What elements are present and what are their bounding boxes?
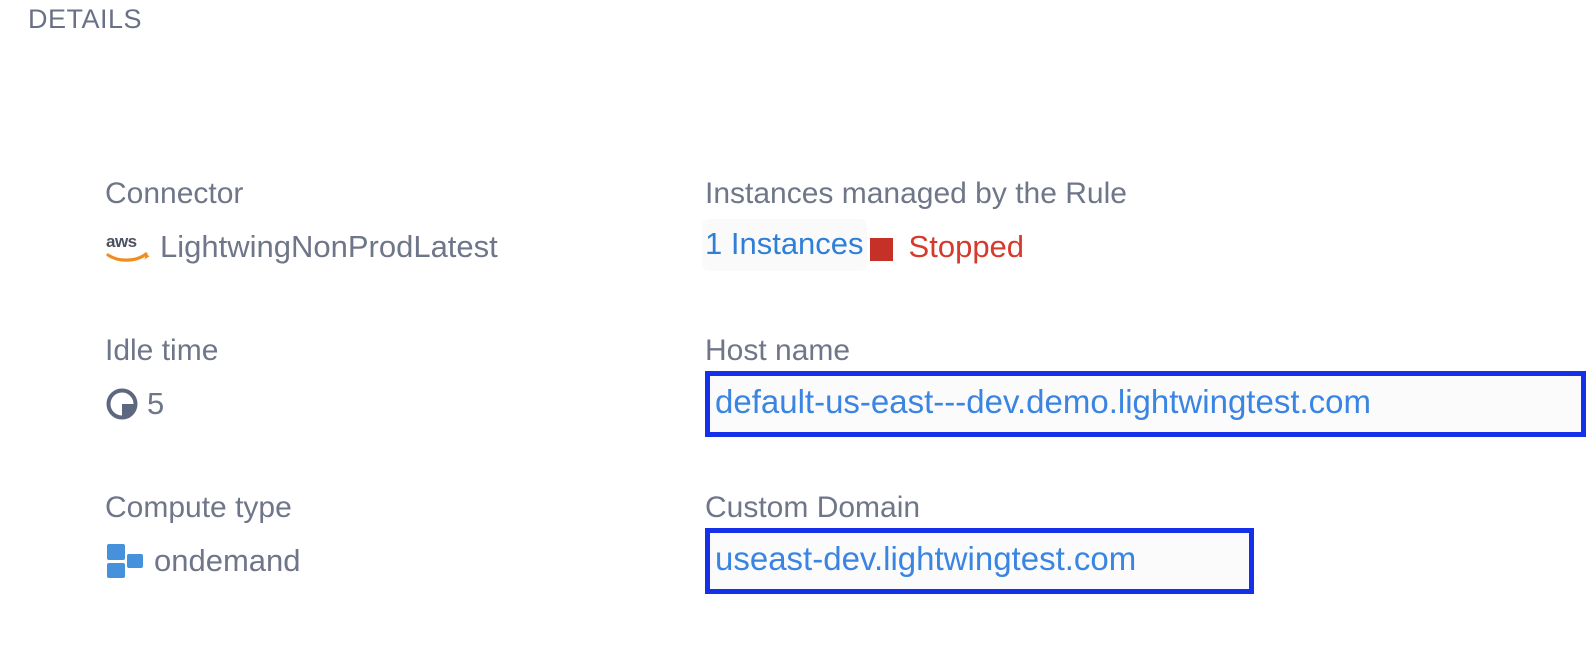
host-name-label: Host name (705, 334, 851, 367)
compute-type-value-row: ondemand (105, 539, 301, 583)
compute-type-label: Compute type (105, 491, 292, 524)
instances-count-link[interactable]: 1 Instances (702, 218, 867, 271)
connector-value-row: aws LightwingNonProdLatest (105, 225, 498, 269)
section-title: DETAILS (28, 4, 143, 34)
details-row: Idle time 5 Host name default-us-east (0, 332, 1596, 489)
clock-icon (105, 387, 139, 421)
details-row: Compute type ondemand Custom Domain usea… (0, 489, 1596, 646)
instances-value-row: 1 Instances Stopped (702, 218, 1127, 271)
stopped-square-icon (869, 237, 893, 261)
custom-domain-value-row: useast-dev.lightwingtest.com (705, 528, 1254, 594)
compute-type-value: ondemand (154, 543, 301, 578)
details-row: Connector aws LightwingNonProdLatest Ins… (0, 175, 1596, 332)
custom-domain-label: Custom Domain (705, 491, 921, 524)
idle-time-label: Idle time (105, 334, 219, 367)
field-host-name: Host name default-us-east---dev.demo.lig… (705, 332, 1586, 437)
field-compute-type: Compute type ondemand (105, 489, 301, 583)
idle-time-value: 5 (147, 386, 165, 421)
instances-label: Instances managed by the Rule (705, 177, 1127, 210)
field-custom-domain: Custom Domain useast-dev.lightwingtest.c… (705, 489, 1254, 594)
field-connector: Connector aws LightwingNonProdLatest (105, 175, 498, 269)
field-idle-time: Idle time 5 (105, 332, 218, 426)
status-badge: Stopped (908, 229, 1025, 264)
aws-logo-icon: aws (105, 230, 151, 264)
details-grid: Connector aws LightwingNonProdLatest Ins… (0, 175, 1596, 646)
host-name-value-row: default-us-east---dev.demo.lightwingtest… (705, 371, 1586, 437)
svg-text:aws: aws (106, 232, 137, 251)
connector-label: Connector (105, 177, 244, 210)
compute-squares-icon (105, 543, 145, 579)
connector-value: LightwingNonProdLatest (160, 229, 498, 264)
custom-domain-link[interactable]: useast-dev.lightwingtest.com (705, 528, 1254, 594)
idle-time-value-row: 5 (105, 382, 218, 426)
host-name-link[interactable]: default-us-east---dev.demo.lightwingtest… (705, 371, 1586, 437)
field-instances: Instances managed by the Rule 1 Instance… (702, 175, 1127, 271)
